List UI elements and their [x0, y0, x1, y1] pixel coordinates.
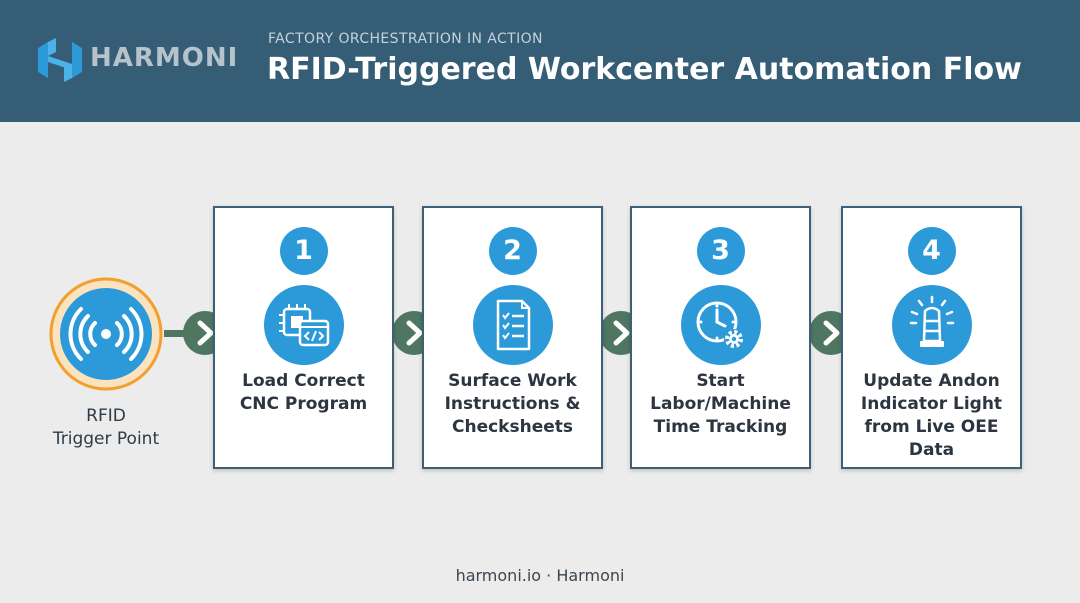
page-eyebrow: FACTORY ORCHESTRATION IN ACTION [268, 31, 543, 47]
step-label: Update Andon Indicator Light from Live O… [860, 371, 1003, 460]
header-banner: HARMONI FACTORY ORCHESTRATION IN ACTION … [0, 0, 1080, 122]
rfid-signal-icon [49, 277, 163, 391]
rfid-trigger-point [47, 275, 165, 393]
step-number: 1 [279, 227, 328, 275]
brand-name: HARMONI [90, 43, 239, 73]
rfid-label-line1: RFID [86, 406, 126, 426]
step-label: Surface Work Instructions & Checksheets [444, 371, 581, 437]
step-card-2: 2 Surface Work Instructions & Checksheet… [422, 206, 603, 469]
rfid-label-line2: Trigger Point [52, 429, 160, 449]
step-card-4: 4 Update Andon Indicator Light from Live… [841, 206, 1022, 469]
checklist-icon [472, 285, 553, 365]
rfid-trigger-label: RFID Trigger Point [30, 405, 182, 451]
step-number: 2 [488, 227, 537, 275]
step-number: 4 [907, 227, 956, 275]
page-title: RFID-Triggered Workcenter Automation Flo… [267, 52, 1022, 87]
clock-gear-icon [680, 285, 761, 365]
step-number: 3 [696, 227, 745, 275]
step-label: Start Labor/Machine Time Tracking [650, 371, 791, 437]
cnc-program-icon [263, 285, 344, 365]
connector-line [164, 330, 192, 337]
harmoni-logo-icon [34, 34, 86, 86]
step-card-3: 3 Start Labor/Machine Time Tracking [630, 206, 811, 469]
step-label: Load Correct CNC Program [239, 371, 368, 414]
andon-light-icon [891, 285, 972, 365]
footer-credit: harmoni.io · Harmoni [455, 566, 625, 585]
step-card-1: 1 Load Correct CNC Program [213, 206, 394, 469]
